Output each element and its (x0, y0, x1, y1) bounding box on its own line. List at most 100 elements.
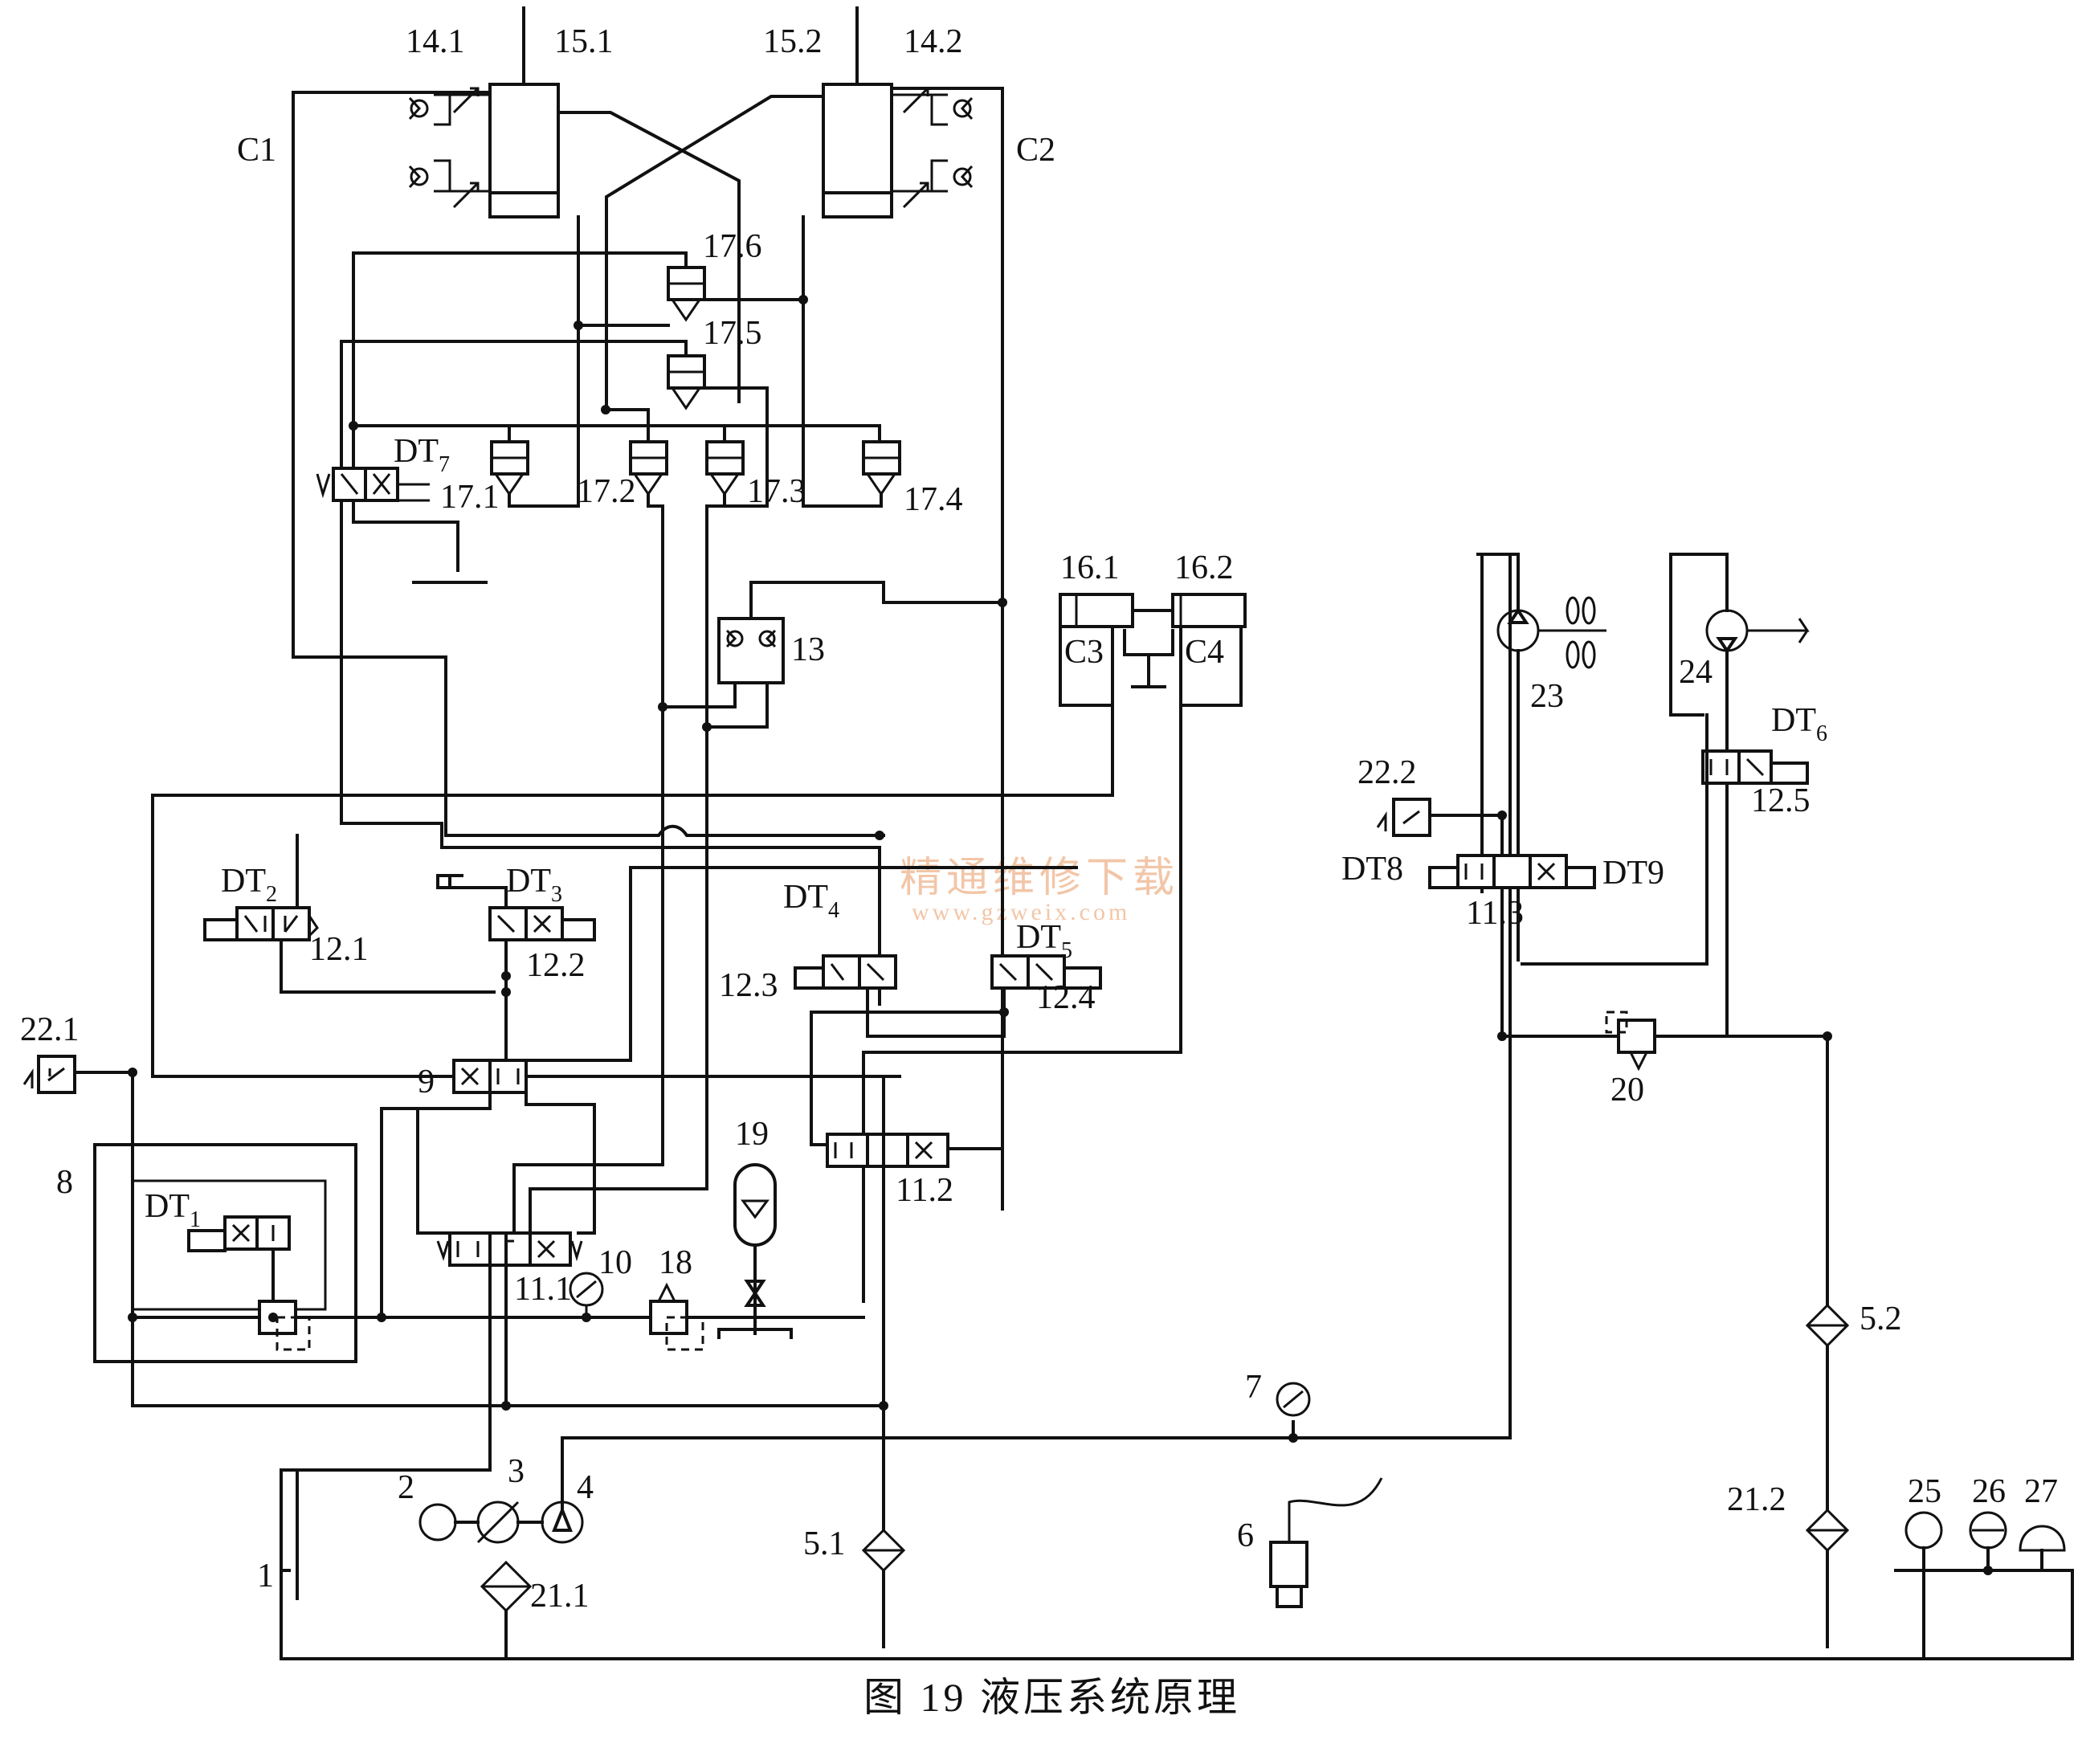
label-2: 2 (398, 1469, 414, 1506)
label-15-2: 15.2 (763, 23, 823, 60)
motor-2 (418, 1503, 457, 1541)
filter-5-2 (1805, 1303, 1850, 1348)
label-27: 27 (2024, 1473, 2058, 1510)
pilot-check-valve-17-3 (705, 440, 745, 496)
label-17-2: 17.2 (577, 473, 636, 510)
label-17-4: 17.4 (904, 481, 963, 518)
label-19: 19 (735, 1116, 769, 1153)
pilot-check-valve-17-2 (629, 440, 668, 496)
solenoid-valve-dt3 (488, 906, 596, 941)
label-20: 20 (1610, 1072, 1644, 1109)
label-23: 23 (1530, 678, 1564, 715)
line-c4 (862, 704, 1182, 1303)
breather-27 (2019, 1525, 2066, 1572)
pressure-gauge-7 (1276, 1382, 1311, 1417)
watermark-line-1: 精通维修下载 (900, 855, 1179, 901)
label-24: 24 (1679, 654, 1713, 691)
label-13: 13 (791, 631, 825, 668)
pilot-line-17-6 (352, 251, 688, 427)
label-11-2: 11.2 (896, 1172, 953, 1209)
line-17-2-top (604, 408, 650, 443)
label-c2: C2 (1016, 132, 1055, 169)
label-dt4: DT4 (783, 879, 839, 923)
motor-24 (1705, 609, 1810, 654)
label-16-1: 16.1 (1060, 549, 1120, 586)
pilot-check-valve-17-5 (667, 354, 706, 410)
label-dt1: DT1 (145, 1188, 201, 1232)
label-c1: C1 (237, 132, 276, 169)
line-17-5-right (703, 386, 769, 508)
label-17-5: 17.5 (703, 315, 762, 352)
cylinder-16-2 (1171, 593, 1247, 707)
label-9: 9 (418, 1064, 435, 1100)
cylinder-16-1 (1059, 593, 1174, 707)
line-15-1-lower (508, 215, 580, 508)
tank-16 (1123, 629, 1174, 688)
gauge-26 (1969, 1511, 2007, 1572)
filter-5-1 (861, 1528, 906, 1573)
line-to-11-1-a (512, 705, 664, 1235)
label-12-5: 12.5 (1751, 782, 1811, 819)
label-dt5: DT5 (1016, 919, 1072, 963)
dt2-down (280, 938, 496, 994)
pilot-check-valve-17-4 (862, 440, 901, 496)
cross-line-2 (605, 95, 825, 411)
shuttle-valve-13 (717, 617, 785, 684)
watermark-line-2: www.gzweix.com (912, 899, 1130, 925)
label-3: 3 (508, 1453, 525, 1490)
throttle-check-valve-14-2 (892, 87, 974, 209)
relief-pilot-8 (276, 1316, 311, 1351)
figure-caption: 图 19 液压系统原理 (863, 1675, 1240, 1720)
throttle-check-valve-14-1 (408, 87, 490, 209)
pressure-switch-22-1 (22, 1055, 76, 1094)
label-17-3: 17.3 (747, 473, 806, 510)
label-17-1: 17.1 (440, 479, 500, 516)
line-15-2-lower (802, 215, 883, 508)
line-7-right (1292, 553, 1512, 1439)
label-dt6: DT6 (1771, 702, 1827, 746)
line-9-down (416, 1091, 492, 1235)
label-15-1: 15.1 (554, 23, 614, 60)
label-dt7: DT7 (394, 433, 450, 477)
line-9-right (525, 1091, 596, 1235)
label-dt2: DT2 (221, 863, 277, 907)
line-to-11-1-b (529, 733, 708, 1235)
valve-11-3 (1428, 854, 1596, 889)
label-26: 26 (1972, 1473, 2006, 1510)
line-13-top (749, 581, 1004, 620)
label-12-4: 12.4 (1036, 979, 1096, 1016)
label-21-1: 21.1 (530, 1578, 590, 1615)
line-13-left (661, 681, 737, 708)
label-5-2: 5.2 (1860, 1301, 1902, 1337)
valve-11-1 (436, 1231, 583, 1267)
label-25: 25 (1908, 1473, 1941, 1510)
pump-3 (476, 1501, 520, 1544)
label-18: 18 (659, 1244, 692, 1281)
pilot-check-valve-17-6 (667, 266, 706, 322)
valve-9 (452, 1059, 528, 1094)
cylinder-15-2 (822, 6, 893, 218)
relief-valve-20 (1605, 1011, 1656, 1072)
pilot-line-17-5 (340, 340, 688, 825)
label-14-1: 14.1 (406, 23, 465, 60)
label-1: 1 (257, 1558, 274, 1595)
solenoid-valve-dt1 (187, 1215, 291, 1252)
label-22-1: 22.1 (20, 1011, 80, 1048)
label-6: 6 (1237, 1517, 1254, 1554)
line-12-5-left (1521, 713, 1708, 966)
label-dt8: DT8 (1341, 851, 1403, 888)
relief-group-8 (93, 1143, 357, 1363)
label-c4: C4 (1185, 634, 1224, 671)
line-to-11-2 (810, 986, 1006, 1146)
line-c3 (151, 704, 1114, 1078)
cross-line-1 (557, 111, 741, 403)
pilot-line-top (352, 424, 881, 443)
dt3-tank (436, 874, 463, 889)
solenoid-valve-dt6 (1701, 749, 1809, 785)
line-17-5-down (340, 822, 881, 1006)
filter-21-1 (480, 1560, 533, 1613)
solenoid-valve-dt5 (990, 954, 1102, 990)
label-12-2: 12.2 (526, 947, 586, 984)
line-pressure-to-9 (380, 1107, 419, 1319)
dt3-tank-line (436, 886, 508, 909)
